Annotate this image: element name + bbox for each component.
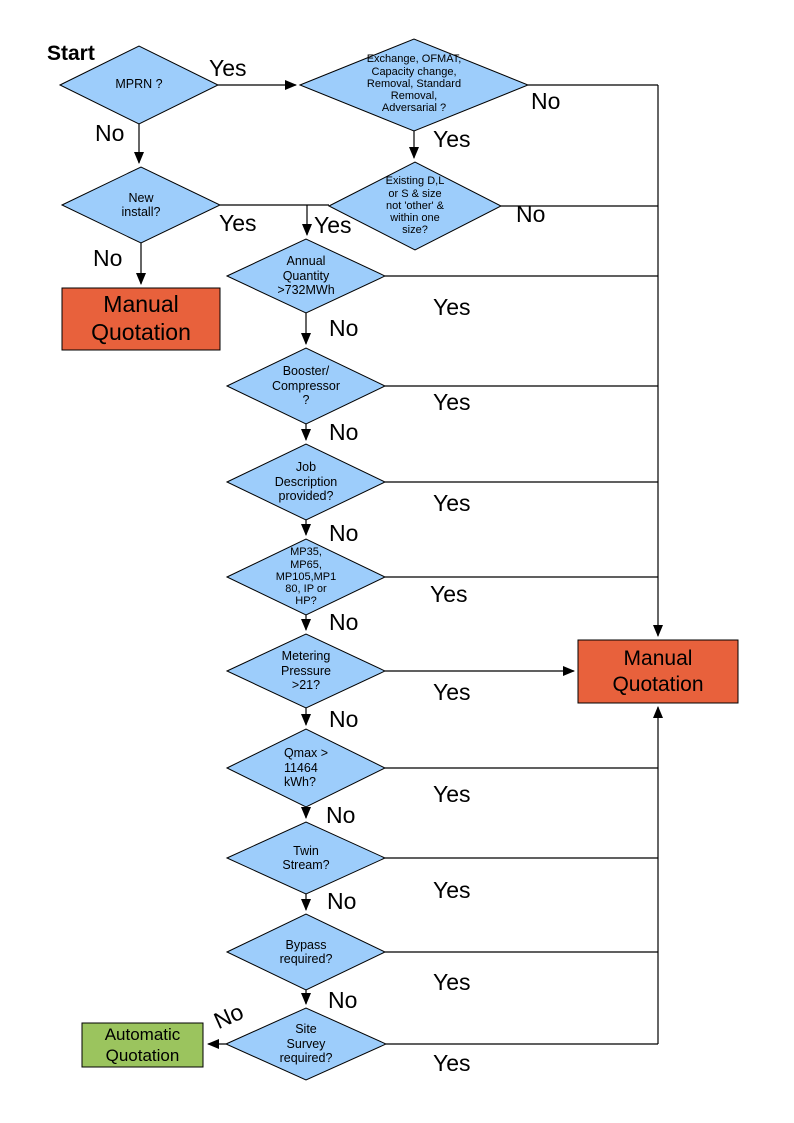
edge-existing-yes-label: Yes [314, 212, 352, 238]
edge-metering-no-label: No [329, 706, 359, 732]
decision-job-description-label: Job Description provided? [274, 460, 338, 504]
decision-existing-label: Existing D,L or S & size not 'other' & w… [385, 175, 445, 237]
decision-qmax [225, 728, 387, 808]
decision-bypass [225, 913, 387, 991]
decision-annual-quantity-label: Annual Quantity >732MWh [277, 254, 335, 298]
decision-bypass-label: Bypass required? [279, 937, 333, 966]
decision-new-install-label: New install? [121, 190, 161, 219]
decision-site-survey-label: Site Survey required? [279, 1022, 333, 1066]
decision-mprn-label: MPRN ? [115, 76, 163, 91]
manual-quotation-right-label: Manual Quotation [612, 647, 704, 696]
decision-mp-pressure-tier-label: MP35, MP65, MP105,MP1 80, IP or HP? [275, 546, 337, 608]
decision-new-install [60, 166, 222, 244]
manual-quotation-left-label: Manual Quotation [91, 291, 191, 345]
decision-metering-pressure-label: Metering Pressure >21? [280, 649, 332, 693]
decision-site-survey [224, 1007, 388, 1081]
decision-annual-quantity [225, 238, 387, 314]
edge-qmax-no-label: No [326, 802, 356, 828]
edge-twin-no-label: No [327, 888, 357, 914]
decision-exchange-label: Exchange, OFMAT, Capacity change, Remova… [366, 53, 462, 115]
edge-booster-no-label: No [329, 419, 359, 445]
automatic-quotation-box [81, 1022, 204, 1068]
edge-existing-no-label: No [516, 201, 546, 227]
decision-booster [225, 347, 387, 425]
edge-exchange-no-label: No [531, 88, 561, 114]
decision-twin-stream-label: Twin Stream? [282, 843, 330, 872]
decision-mp-pressure-tier [225, 538, 387, 616]
manual-quotation-left-box [61, 287, 221, 351]
edge-mp-yes-label: Yes [430, 581, 468, 607]
automatic-quotation-label: Automatic Quotation [104, 1024, 181, 1065]
edge-job-no-label: No [329, 520, 359, 546]
decision-twin-stream [225, 821, 387, 895]
edge-new-install-no-label: No [93, 245, 123, 271]
edge-mprn-no-label: No [95, 120, 125, 146]
edge-annual-yes-label: Yes [433, 294, 471, 320]
edge-site-yes-label: Yes [433, 1050, 471, 1076]
edge-bypass-no-label: No [328, 987, 358, 1013]
edge-twin-yes-label: Yes [433, 877, 471, 903]
decision-booster-label: Booster/ Compressor ? [271, 364, 341, 408]
edge-exchange-yes-label: Yes [433, 126, 471, 152]
decision-qmax-label: Qmax > 11464 kWh? [283, 746, 329, 790]
manual-quotation-right-box [577, 639, 739, 704]
edge-qmax-yes-label: Yes [433, 781, 471, 807]
edge-mp-no-label: No [329, 609, 359, 635]
edge-annual-no-label: No [329, 315, 359, 341]
decision-exchange [298, 38, 530, 132]
decision-existing [327, 161, 503, 251]
edge-job-yes-label: Yes [433, 490, 471, 516]
edge-new-install-yes-label: Yes [219, 210, 257, 236]
edge-booster-yes-label: Yes [433, 389, 471, 415]
edge-mprn-yes-label: Yes [209, 55, 247, 81]
edge-bypass-yes-label: Yes [433, 969, 471, 995]
edge-metering-yes-label: Yes [433, 679, 471, 705]
decision-job-description [225, 443, 387, 521]
decision-metering-pressure [225, 633, 387, 709]
start-label: Start [47, 42, 95, 65]
decision-mprn [58, 45, 220, 125]
